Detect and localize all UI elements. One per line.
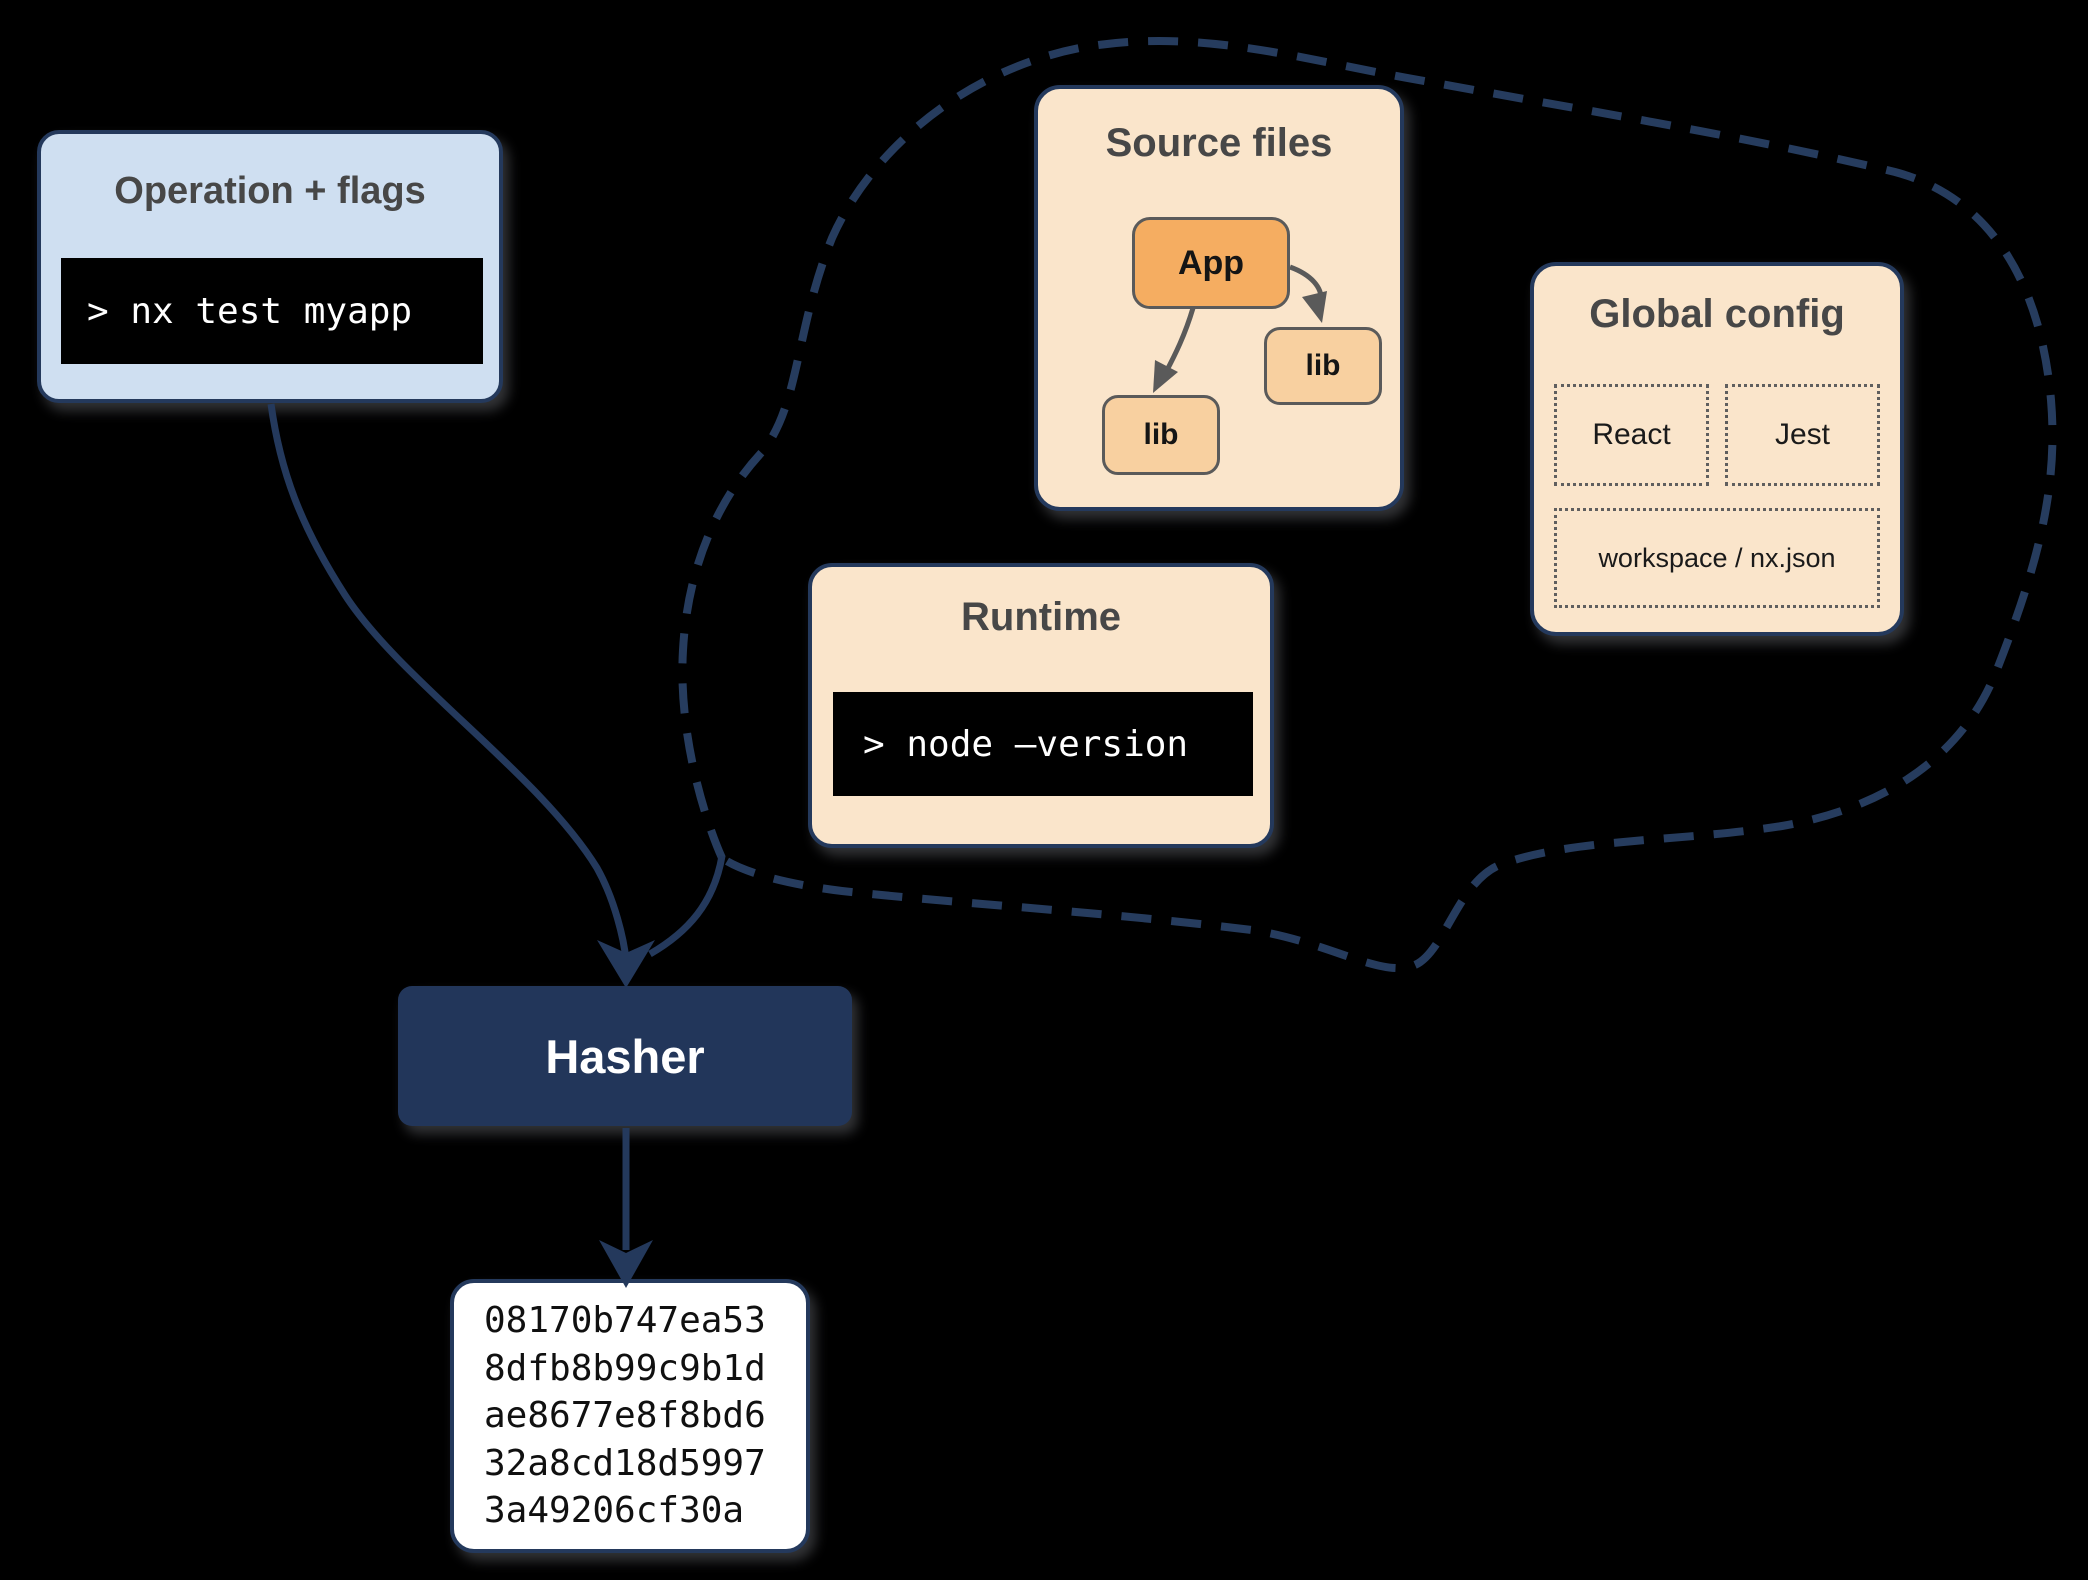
operation-flags-box: Operation + flags > nx test myapp bbox=[37, 130, 503, 403]
config-item-workspace-label: workspace / nx.json bbox=[1598, 542, 1836, 573]
lib-node-right-label: lib bbox=[1305, 349, 1341, 382]
config-item-jest: Jest bbox=[1725, 384, 1880, 486]
runtime-command: > node –version bbox=[863, 723, 1189, 765]
hasher-label: Hasher bbox=[545, 1029, 705, 1083]
hash-line: 32a8cd18d5997 bbox=[484, 1442, 766, 1484]
operation-terminal: > nx test myapp bbox=[61, 258, 483, 364]
operation-flags-title: Operation + flags bbox=[114, 170, 426, 212]
hash-line: 3a49206cf30a bbox=[484, 1490, 745, 1532]
hash-line: ae8677e8f8bd6 bbox=[484, 1395, 766, 1437]
cloud-to-hasher-arrow bbox=[648, 855, 726, 958]
config-item-react: React bbox=[1554, 384, 1709, 486]
hasher-arrowhead bbox=[597, 940, 655, 988]
lib-node-left-label: lib bbox=[1143, 418, 1179, 451]
hash-line: 8dfb8b99c9b1d bbox=[484, 1347, 766, 1389]
source-files-title: Source files bbox=[1105, 121, 1333, 165]
global-config-title: Global config bbox=[1589, 292, 1845, 336]
app-node: App bbox=[1132, 217, 1290, 309]
global-config-box: Global config React Jest workspace / nx.… bbox=[1530, 262, 1904, 636]
config-item-workspace: workspace / nx.json bbox=[1554, 508, 1880, 608]
lib-node-right: lib bbox=[1264, 327, 1382, 405]
runtime-title: Runtime bbox=[961, 595, 1121, 639]
lib-node-left: lib bbox=[1102, 395, 1220, 475]
source-files-box: Source files App lib lib bbox=[1034, 85, 1404, 511]
runtime-terminal: > node –version bbox=[833, 692, 1253, 796]
config-item-react-label: React bbox=[1592, 418, 1671, 451]
operation-command: > nx test myapp bbox=[87, 290, 413, 332]
hash-output-box: 08170b747ea53 8dfb8b99c9b1d ae8677e8f8bd… bbox=[450, 1279, 810, 1553]
hash-line: 08170b747ea53 bbox=[484, 1300, 766, 1342]
app-node-label: App bbox=[1177, 243, 1245, 282]
runtime-box: Runtime > node –version bbox=[808, 563, 1274, 848]
config-item-jest-label: Jest bbox=[1774, 418, 1831, 451]
hasher-box: Hasher bbox=[398, 986, 852, 1126]
operation-to-hasher-arrow bbox=[267, 403, 630, 961]
